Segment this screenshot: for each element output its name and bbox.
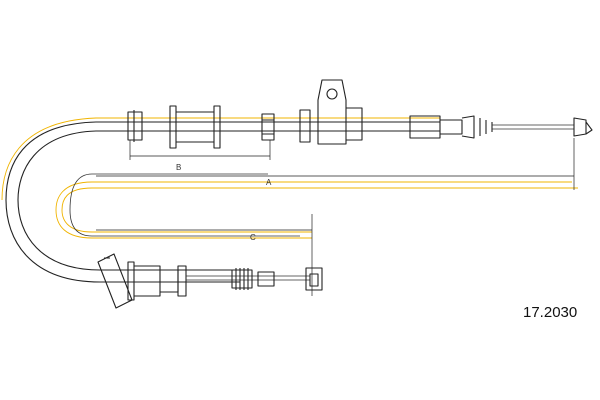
lower-end-block [305,267,323,291]
housing-outer-line [5,121,440,283]
dim-c-line [96,214,313,296]
dim-a-label: A [266,178,272,187]
dim-b-label: B [176,163,181,172]
dim-c-label: C [250,233,256,242]
lower-angled-fitting [97,253,133,309]
upper-boot [461,115,493,139]
lower-clip [177,265,187,297]
upper-ferrule [409,115,463,139]
mounting-bracket [299,79,363,145]
upper-left-sleeve [127,110,143,142]
lower-spring [231,268,253,290]
reference-lines [1,117,578,239]
reference-curve-b [55,181,572,239]
dim-b-line [129,140,271,160]
bracket-hole-icon [326,88,338,100]
inner-cable-loop [69,173,300,237]
upper-inner-wire [492,124,574,130]
reference-curve-outer [1,117,440,201]
reference-curve-a [61,187,578,233]
part-number-label: 17.2030 [523,304,578,321]
lower-connector [257,271,275,287]
upper-nut [261,113,275,141]
upper-fittings [127,79,593,149]
cable-housing [5,121,440,283]
housing-inner-line [17,130,440,271]
lower-flange [127,261,135,301]
dim-a-line [96,138,575,190]
upper-grommet [169,105,221,149]
upper-end-nipple [573,117,593,137]
lower-fittings [97,253,323,309]
dimension-lines: B A C [96,138,575,296]
